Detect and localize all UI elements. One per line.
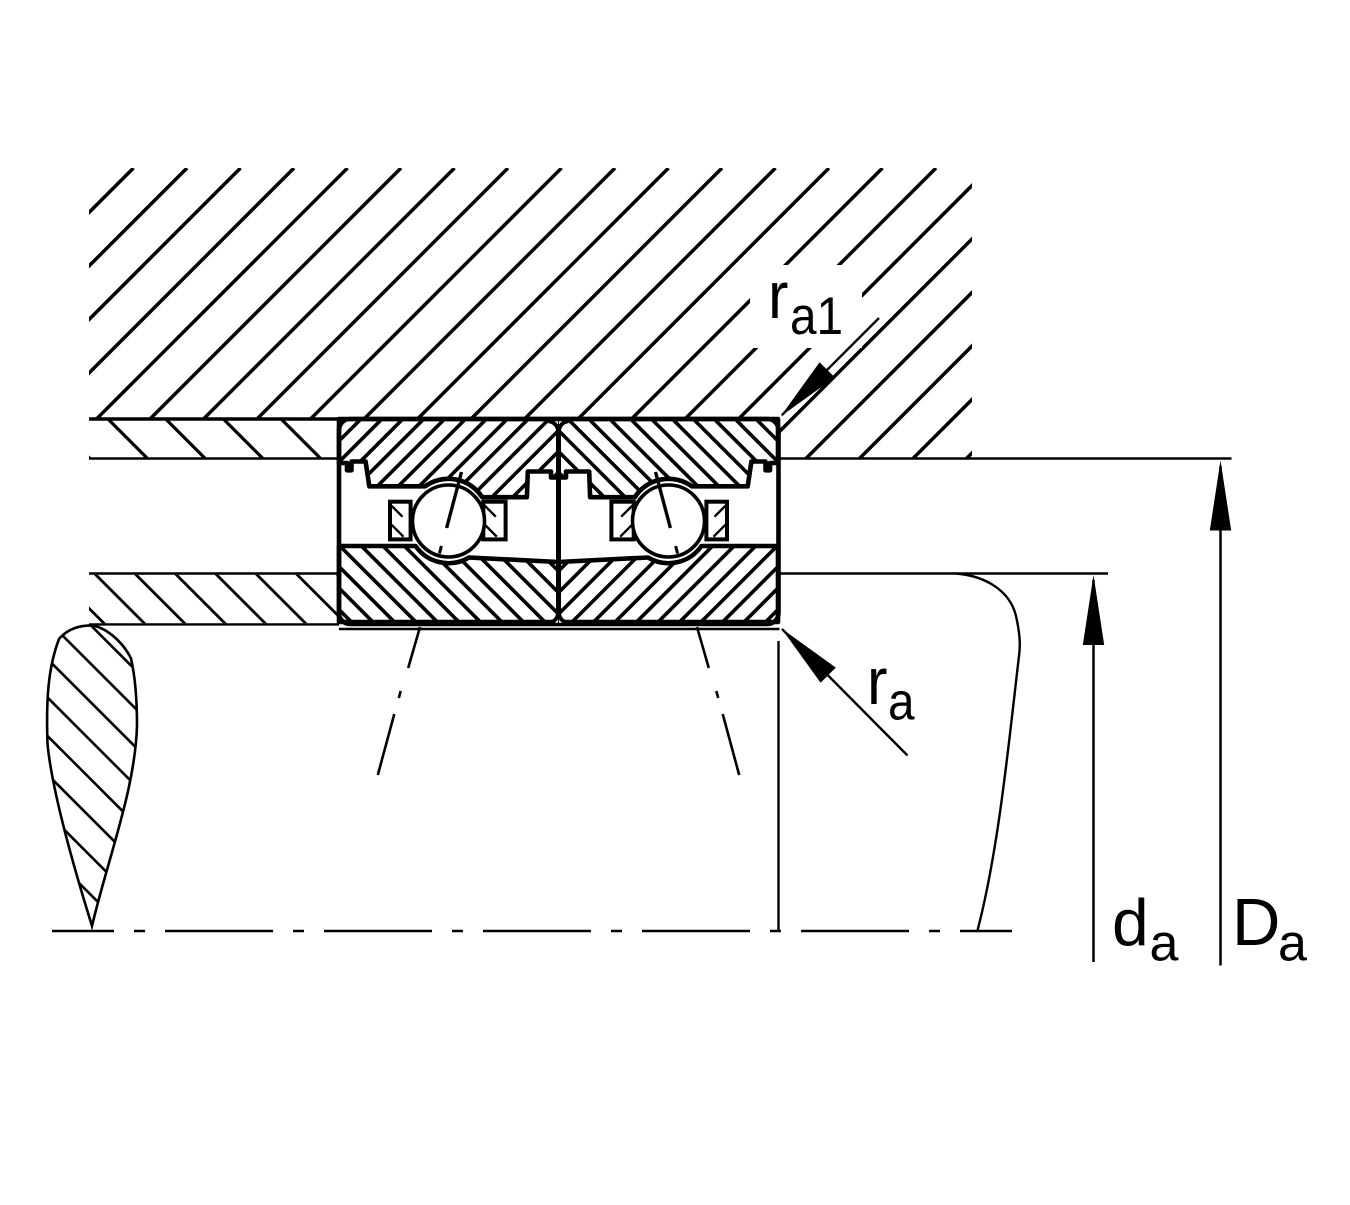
svg-text:a1: a1 (790, 286, 843, 346)
svg-text:a: a (888, 671, 915, 731)
svg-text:d: d (1112, 886, 1149, 960)
svg-text:D: D (1232, 885, 1280, 960)
svg-text:a: a (1278, 915, 1307, 973)
svg-text:r: r (768, 258, 788, 333)
svg-text:a: a (1150, 915, 1179, 973)
svg-text:r: r (867, 644, 887, 719)
